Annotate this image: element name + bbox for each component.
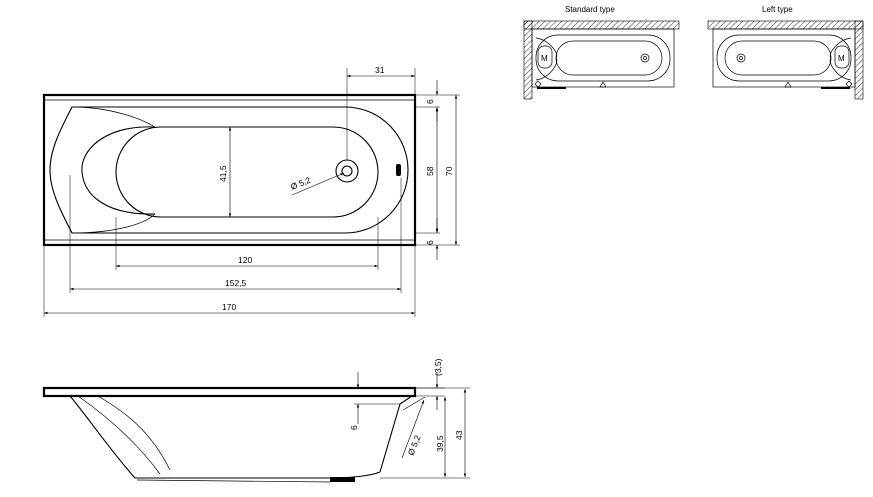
- backrest-curve: [71, 106, 156, 234]
- inner-depth-label: 58: [425, 166, 435, 176]
- access-triangle-standard: [599, 81, 607, 88]
- access-triangle-left: [784, 81, 792, 88]
- left-type-inset: Left type M: [707, 5, 864, 100]
- rim-bottom-label: 6: [425, 240, 435, 245]
- inner-length-label: 152,5: [225, 278, 247, 288]
- standard-type-label: Standard type: [565, 5, 615, 14]
- overall-length-label: 170: [222, 302, 236, 312]
- basin-contour: [49, 106, 409, 234]
- rim-thickness-label: (3,5): [433, 358, 443, 376]
- left-tub-outline: [712, 28, 856, 88]
- left-type-label: Left type: [762, 5, 793, 14]
- drain-dia-label: Ø 5,2: [289, 175, 312, 192]
- rim-top-label: 6: [425, 99, 435, 104]
- shell-profile: [69, 395, 413, 479]
- corner-diamond-left: [845, 80, 853, 88]
- basin-floor: [115, 126, 379, 218]
- step-label: 6: [349, 425, 359, 430]
- plan-view: Ø 5,2 41,5 31 6 58 6 70 120: [42, 65, 460, 317]
- backrest-profile: [77, 395, 171, 475]
- side-view: 6 (3,5) Ø 5,2 39,5 43: [42, 358, 470, 483]
- overflow-mark: [396, 164, 401, 176]
- drain-left: [736, 53, 746, 63]
- corner-diamond-standard: [534, 80, 542, 88]
- backrest-inner: [81, 126, 156, 215]
- inlet-mark-left: M: [838, 54, 845, 63]
- drain: Ø 5,2: [289, 159, 359, 196]
- inner-height-label: 39,5: [435, 435, 445, 452]
- standard-type-inset: Standard type M: [523, 5, 680, 100]
- standard-tub-outline: [531, 28, 675, 88]
- rim-profile: [42, 386, 417, 398]
- inner-width-label: 41,5: [218, 165, 228, 182]
- drain-outlet: [330, 477, 355, 482]
- drain-offset-label: 31: [375, 65, 385, 75]
- inlet-mark-standard: M: [541, 54, 548, 63]
- drain-standard: [640, 53, 650, 63]
- bottom-length-label: 120: [238, 255, 252, 265]
- outer-depth-label: 70: [444, 166, 454, 176]
- overflow-dia-label: Ø 5,2: [406, 433, 423, 456]
- overall-height-label: 43: [454, 430, 464, 440]
- bathtub-outline: [42, 93, 417, 247]
